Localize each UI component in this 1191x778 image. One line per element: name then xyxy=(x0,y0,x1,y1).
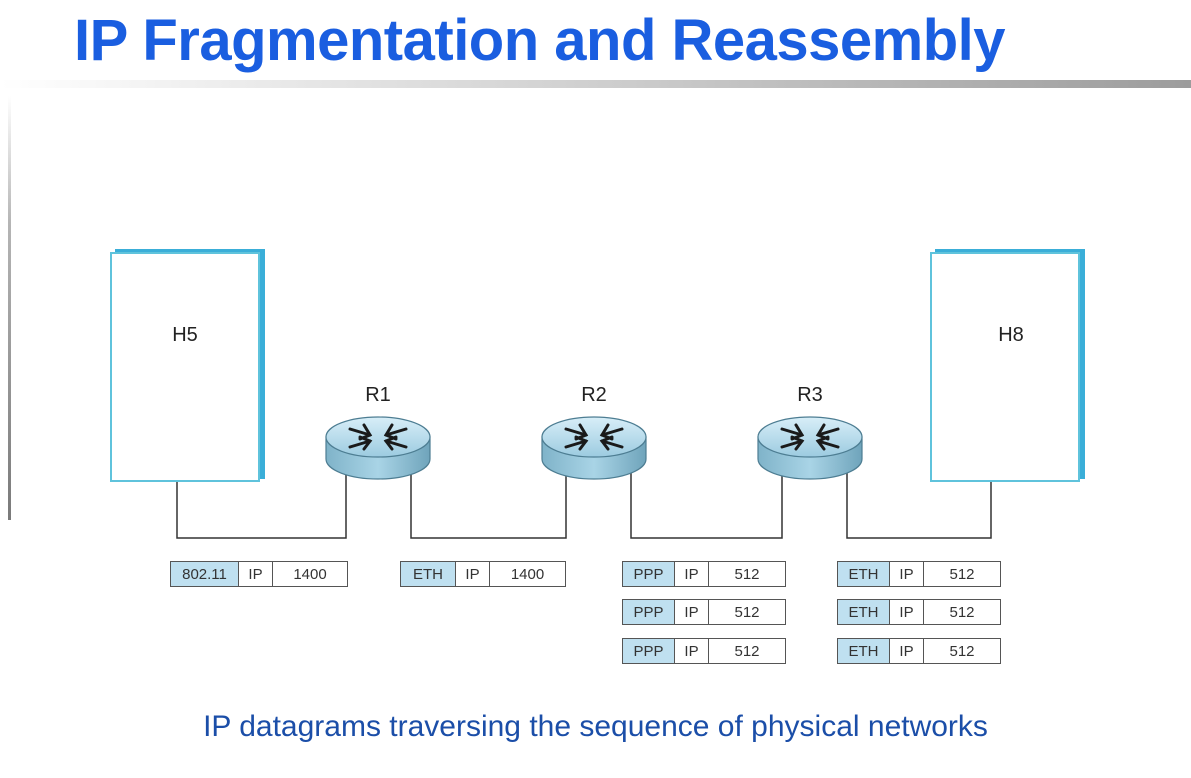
packet-eth-frag-2: ETH IP 512 xyxy=(837,599,1001,625)
router-r3-label: R3 xyxy=(797,384,823,406)
slide-title: IP Fragmentation and Reassembly xyxy=(74,8,1006,73)
packet-size: 512 xyxy=(949,565,975,583)
host-h5: H5 xyxy=(110,252,260,482)
title-underline xyxy=(0,80,1191,88)
router-r2-label: R2 xyxy=(581,384,607,406)
packet-link-header: PPP xyxy=(623,562,675,586)
host-h8: H8 xyxy=(930,252,1080,482)
link-r2-r3 xyxy=(630,470,783,539)
router-r3-icon xyxy=(756,415,864,481)
packet-link-header: ETH xyxy=(838,639,890,663)
figure-caption: IP datagrams traversing the sequence of … xyxy=(203,710,988,743)
packet-link-header: ETH xyxy=(401,562,456,586)
host-h8-label: H8 xyxy=(998,324,1024,346)
packet-size: 512 xyxy=(949,603,975,621)
packet-link-header: PPP xyxy=(623,639,675,663)
packet-size: 512 xyxy=(949,642,975,660)
packet-link-header: ETH xyxy=(838,600,890,624)
host-h5-label: H5 xyxy=(172,324,198,346)
packet-ip-header: IP xyxy=(675,639,709,663)
packet-eth-frag-3: ETH IP 512 xyxy=(837,638,1001,664)
packet-ppp-3: PPP IP 512 xyxy=(622,638,786,664)
packet-ppp-2: PPP IP 512 xyxy=(622,599,786,625)
link-r3-h8 xyxy=(846,470,992,539)
packet-ip-header: IP xyxy=(890,562,924,586)
link-r1-r2 xyxy=(410,470,567,539)
packet-link-header: 802.11 xyxy=(171,562,239,586)
packet-link-header: ETH xyxy=(838,562,890,586)
packet-ip-header: IP xyxy=(456,562,490,586)
packet-ip-header: IP xyxy=(890,600,924,624)
packet-size: 512 xyxy=(734,603,760,621)
packet-ip-header: IP xyxy=(675,562,709,586)
packet-802-11: 802.11 IP 1400 xyxy=(170,561,348,587)
packet-eth: ETH IP 1400 xyxy=(400,561,566,587)
packet-size: 512 xyxy=(734,642,760,660)
router-r2-icon xyxy=(540,415,648,481)
link-h5-r1 xyxy=(176,470,347,539)
router-r1-label: R1 xyxy=(365,384,391,406)
packet-size: 1400 xyxy=(293,565,327,583)
packet-eth-frag-1: ETH IP 512 xyxy=(837,561,1001,587)
router-r1-icon xyxy=(324,415,432,481)
packet-ip-header: IP xyxy=(890,639,924,663)
packet-size: 512 xyxy=(734,565,760,583)
packet-ppp-1: PPP IP 512 xyxy=(622,561,786,587)
packet-ip-header: IP xyxy=(239,562,273,586)
packet-link-header: PPP xyxy=(623,600,675,624)
packet-size: 1400 xyxy=(510,565,545,583)
packet-ip-header: IP xyxy=(675,600,709,624)
left-margin-bar xyxy=(8,96,11,520)
